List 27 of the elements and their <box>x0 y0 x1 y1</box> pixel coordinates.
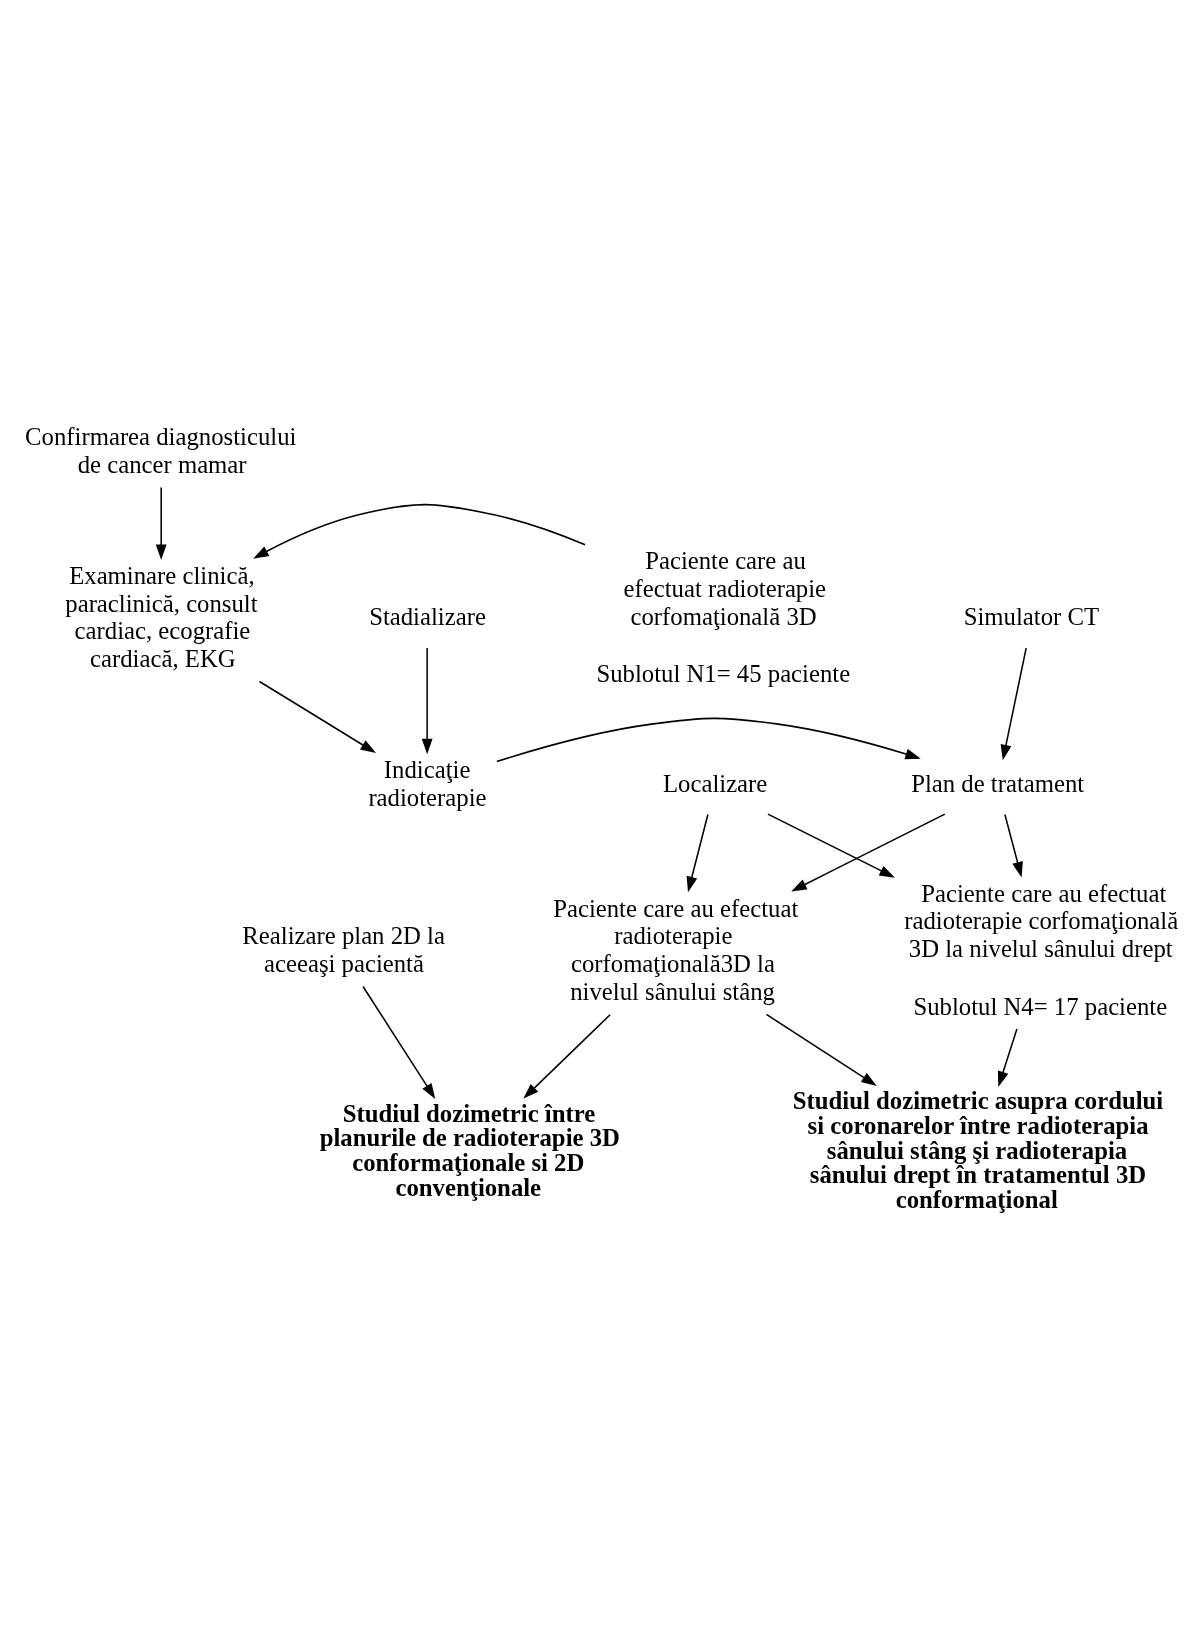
node-text: Studiul dozimetric între planurile de radioterapie 3D conformaţionale si 2D convenţionale <box>319 1099 620 1201</box>
arrow <box>523 1013 611 1099</box>
arrow <box>767 813 895 878</box>
node-text: Examinare clinică, paraclinică, consult cardiac, ecografie cardiacă, EKG <box>65 561 258 673</box>
arrow <box>1000 647 1027 761</box>
arrow <box>765 1013 877 1086</box>
arrow <box>155 486 167 561</box>
arrow <box>791 813 946 892</box>
arrow <box>1004 813 1023 878</box>
arrow <box>997 1028 1018 1087</box>
node-text: Plan de tratament <box>911 769 1085 797</box>
arrow <box>362 985 436 1099</box>
node-text: Localizare <box>662 769 768 797</box>
node-text: Studiul dozimetric asupra cordului si coronarelor între radioterapia sânului stâng şi radioterapia sânului drept în tratamentul 3D conformaţional <box>792 1087 1164 1214</box>
node-text: Confirmarea diagnosticului de cancer mamar <box>25 423 297 478</box>
node-text: Stadializare <box>369 603 486 631</box>
arrow <box>421 647 433 755</box>
arrow <box>258 680 376 753</box>
node-text: Simulator CT <box>963 603 1100 631</box>
arrow <box>686 813 709 893</box>
node-text: Indicaţie radioterapie <box>368 755 487 811</box>
node-text: Paciente care au efectuat radioterapie corfomaţională3D la nivelul sânului stâng <box>553 894 799 1005</box>
arrow <box>253 503 586 559</box>
node-text: Realizare plan 2D la aceeaşi pacientă <box>242 922 445 978</box>
node-text: Paciente care au efectuat radioterapie corfomaţională 3D la nivelul sânului drept Sublotul N4= 17 paciente <box>904 879 1179 1020</box>
arrow <box>496 717 921 763</box>
node-text: Paciente care au efectuat radioterapie corfomaţională 3D Sublotul N1= 45 paciente <box>596 546 851 688</box>
